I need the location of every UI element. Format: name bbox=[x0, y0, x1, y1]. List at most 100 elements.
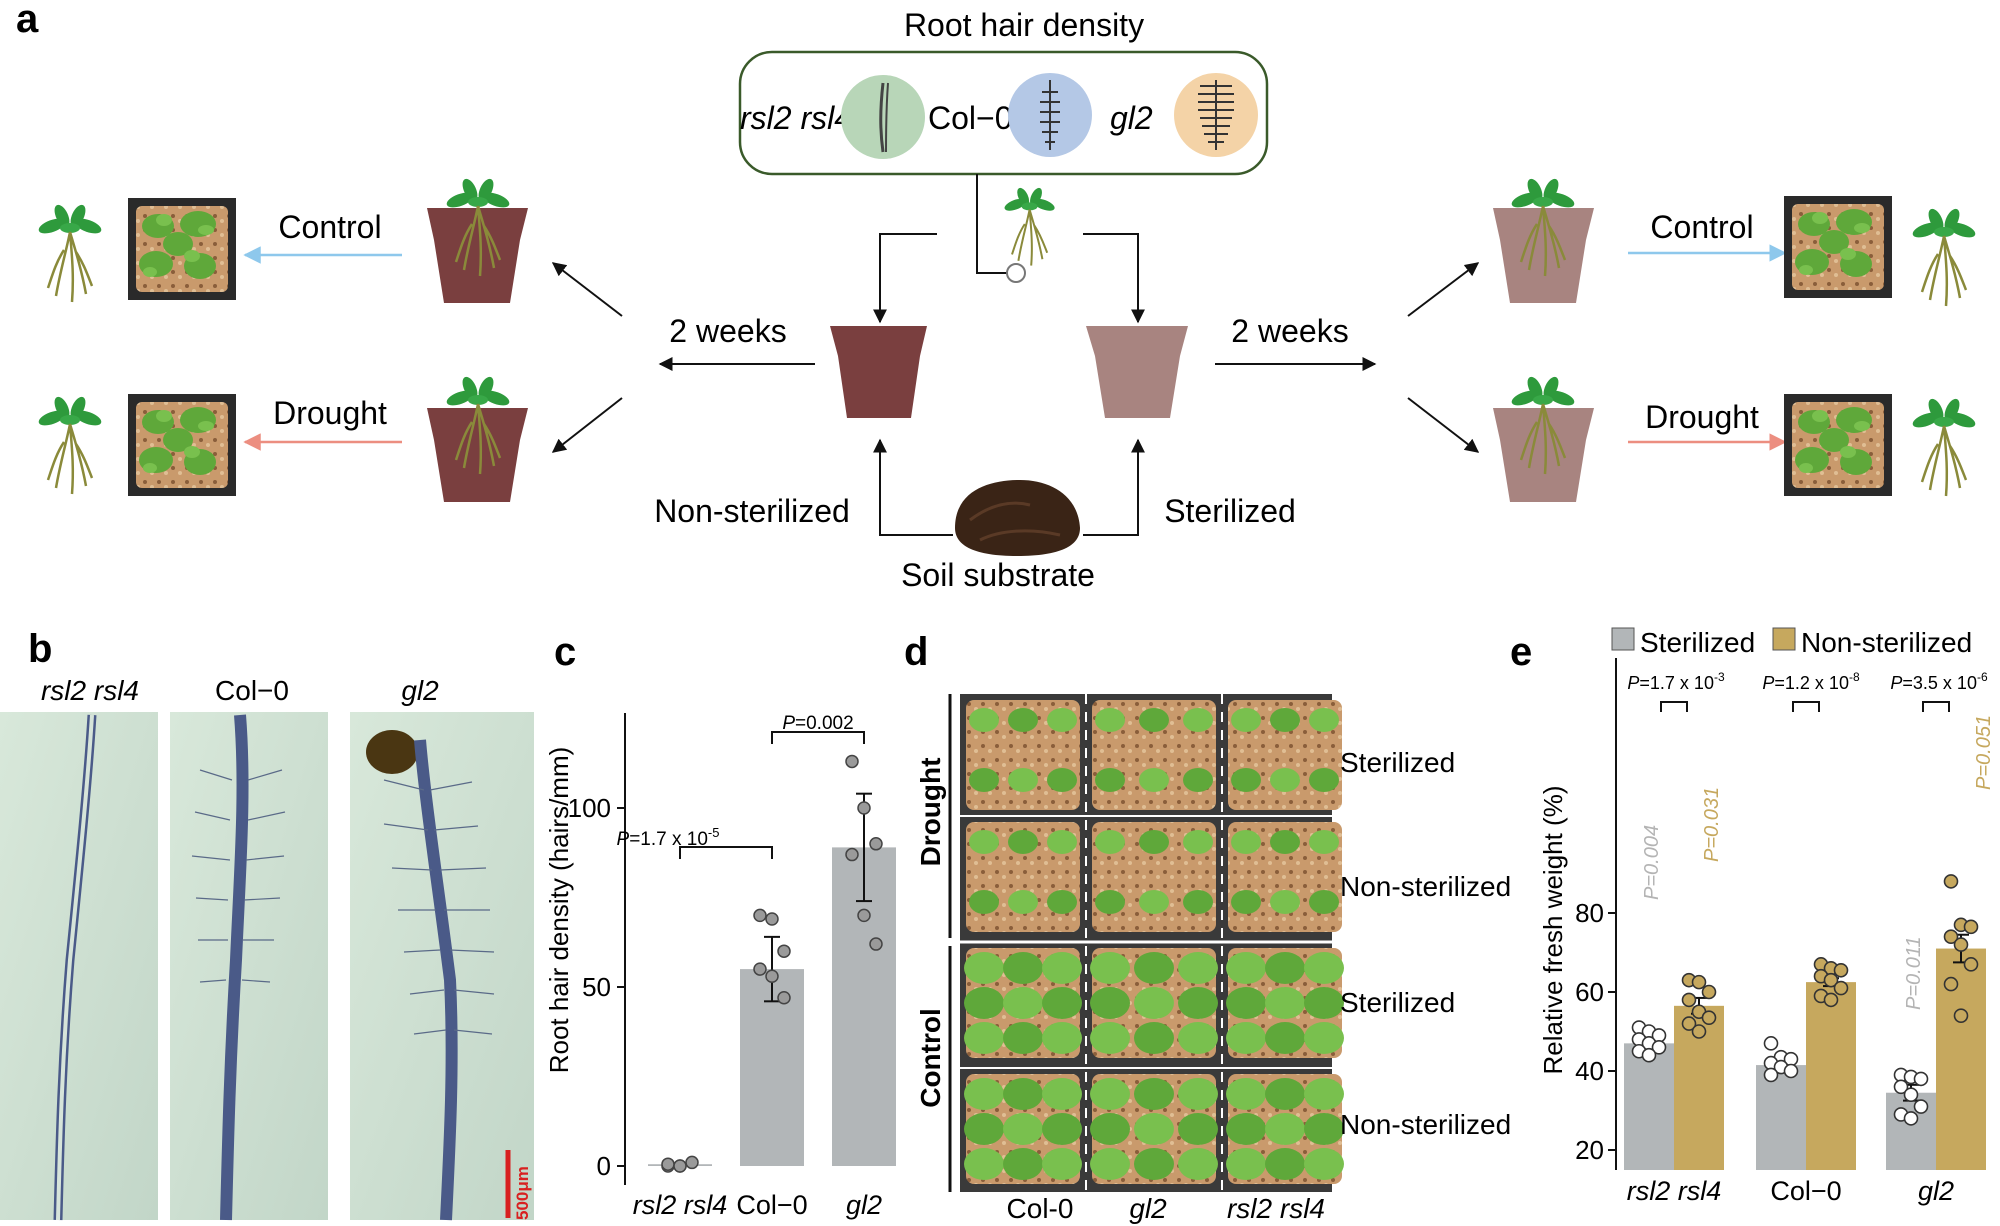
e-inner-p-rsl-sterilized: P=0.004 bbox=[1641, 825, 1663, 900]
e-ytick-label: 20 bbox=[1575, 1135, 1604, 1165]
e-inner-p-gl2-sterilized: P=0.011 bbox=[1903, 936, 1925, 1010]
d-plant bbox=[1265, 1113, 1305, 1145]
root-icon-rsl2-rsl4 bbox=[841, 75, 925, 159]
d-plant bbox=[1134, 987, 1174, 1019]
d-plant bbox=[1008, 830, 1038, 854]
drought-label-left: Drought bbox=[273, 395, 387, 431]
d-plant bbox=[1003, 1022, 1043, 1054]
d-row-label-4: Non-sterilized bbox=[1340, 1109, 1511, 1140]
d-plant bbox=[1134, 1078, 1174, 1110]
d-plant bbox=[1183, 830, 1213, 854]
d-plant bbox=[1042, 952, 1082, 984]
c-ytick-label: 100 bbox=[568, 793, 611, 823]
e-point bbox=[1833, 980, 1849, 996]
c-bracket bbox=[771, 731, 865, 744]
d-plant bbox=[1042, 1078, 1082, 1110]
e-ytick-label: 40 bbox=[1575, 1056, 1604, 1086]
d-plant bbox=[1095, 708, 1125, 732]
e-point bbox=[1953, 1008, 1969, 1024]
d-plant bbox=[1095, 890, 1125, 914]
d-plant bbox=[969, 890, 999, 914]
d-plant bbox=[1003, 987, 1043, 1019]
d-plant bbox=[1178, 987, 1218, 1019]
e-bar bbox=[1624, 1043, 1674, 1170]
d-plant bbox=[1178, 1078, 1218, 1110]
d-plant bbox=[1226, 987, 1266, 1019]
d-plant bbox=[1304, 987, 1344, 1019]
root-hair-density-title: Root hair density bbox=[904, 7, 1144, 43]
c-ytick-label: 50 bbox=[582, 972, 611, 1002]
c-point bbox=[857, 908, 871, 923]
c-pvalue-2: P=0.002 bbox=[782, 713, 853, 734]
c-point bbox=[857, 801, 871, 815]
e-point bbox=[1953, 937, 1969, 952]
legend-label-non-sterilized: Non-sterilized bbox=[1801, 627, 1972, 658]
c-ytick-label: 0 bbox=[597, 1151, 611, 1181]
d-plant bbox=[1134, 1148, 1174, 1180]
d-plant bbox=[1178, 1148, 1218, 1180]
d-plant bbox=[1309, 768, 1339, 792]
e-inner-p-rsl-nonsterilized: P=0.031 bbox=[1701, 787, 1723, 862]
e-bar bbox=[1886, 1092, 1936, 1170]
e-ytick-label: 60 bbox=[1575, 977, 1604, 1007]
d-plant bbox=[1231, 768, 1261, 792]
panel-e: e Sterilized Non-sterilized Relative fre… bbox=[1510, 627, 1995, 1206]
plant-icon-far-left-drought bbox=[35, 393, 105, 496]
plant-icon-far-right-control bbox=[1909, 205, 1979, 308]
d-plant bbox=[1304, 1148, 1344, 1180]
d-plant bbox=[1090, 1078, 1130, 1110]
pot-nonsterile-drought bbox=[427, 408, 528, 502]
panel-letter-c: c bbox=[554, 630, 576, 674]
e-ylabel: Relative fresh weight (%) bbox=[1538, 786, 1568, 1075]
e-point bbox=[1823, 992, 1839, 1008]
e-xtick-label: gl2 bbox=[1918, 1176, 1954, 1206]
d-plant bbox=[1183, 708, 1213, 732]
d-plant bbox=[1008, 890, 1038, 914]
tray-photo-right-control bbox=[1784, 196, 1892, 298]
d-plant bbox=[1309, 830, 1339, 854]
hair-icon-gl2 bbox=[1198, 80, 1234, 150]
panel-a: a Root hair density rsl2 rsl4 Col−0 gl2 bbox=[16, 0, 1979, 593]
d-plant bbox=[1139, 708, 1169, 732]
c-point bbox=[685, 1155, 699, 1170]
tray-photo-left-control bbox=[128, 198, 236, 300]
panel-d: d Drought Control Sterilized Non-sterili… bbox=[904, 630, 1511, 1224]
pot-nonsterile-center bbox=[830, 326, 927, 418]
e-xtick-label: rsl2 rsl4 bbox=[1627, 1176, 1722, 1206]
e-point bbox=[1903, 1087, 1919, 1102]
d-plant bbox=[1042, 987, 1082, 1019]
d-row-label-2: Non-sterilized bbox=[1340, 871, 1511, 902]
d-plant bbox=[1139, 768, 1169, 792]
e-pvalue-1: P=1.7 x 10-3 bbox=[1627, 670, 1725, 693]
d-plant bbox=[1047, 768, 1077, 792]
c-point bbox=[765, 912, 779, 926]
e-bracket bbox=[1922, 701, 1950, 712]
genotype-label-rsl2-rsl4: rsl2 rsl4 bbox=[740, 100, 852, 136]
non-sterilized-label: Non-sterilized bbox=[654, 493, 850, 529]
d-plant bbox=[1231, 830, 1261, 854]
e-bracket bbox=[1660, 701, 1688, 712]
d-row-label-3: Sterilized bbox=[1340, 987, 1455, 1018]
e-point bbox=[1943, 874, 1959, 889]
d-plant bbox=[969, 768, 999, 792]
two-weeks-label-right: 2 weeks bbox=[1231, 313, 1348, 349]
plant-icon-far-left-control bbox=[35, 201, 105, 304]
hair-icon-col0 bbox=[1040, 80, 1060, 150]
e-bar bbox=[1936, 948, 1986, 1170]
e-point bbox=[1691, 1024, 1707, 1039]
e-point bbox=[1833, 962, 1849, 978]
c-point bbox=[869, 937, 883, 951]
micro-label-gl2: gl2 bbox=[401, 675, 439, 706]
e-point bbox=[1701, 1010, 1717, 1025]
d-plant bbox=[1042, 1148, 1082, 1180]
e-bracket bbox=[1792, 701, 1820, 712]
d-plant bbox=[1226, 1113, 1266, 1145]
c-xtick-label: rsl2 rsl4 bbox=[633, 1190, 728, 1220]
e-ytick-label: 80 bbox=[1575, 898, 1604, 928]
d-row-label-1: Sterilized bbox=[1340, 747, 1455, 778]
control-label-right: Control bbox=[1650, 209, 1753, 245]
e-bar bbox=[1806, 982, 1856, 1170]
tray-photo-left-drought bbox=[128, 394, 236, 496]
d-plant bbox=[1134, 952, 1174, 984]
seed-coat bbox=[366, 730, 418, 774]
